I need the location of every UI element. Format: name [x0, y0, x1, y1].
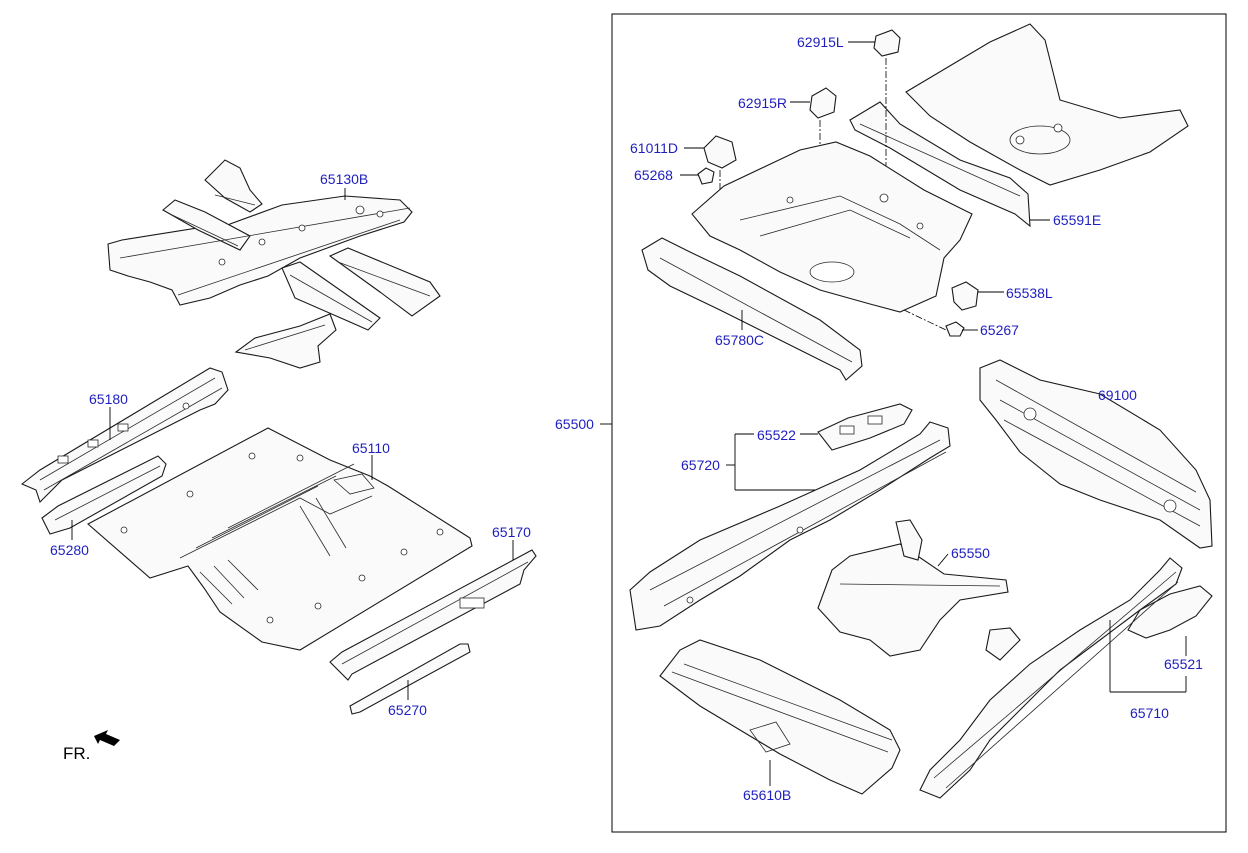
callout-65180[interactable]: 65180: [89, 391, 128, 407]
part-65180-side-member[interactable]: [20, 367, 229, 504]
callout-65280[interactable]: 65280: [50, 542, 89, 558]
callout-65610B[interactable]: 65610B: [743, 787, 792, 803]
part-65550-rear-crossmember[interactable]: [817, 519, 1009, 657]
part-65610B-rear-floor-side[interactable]: [659, 639, 901, 795]
callout-65591E[interactable]: 65591E: [1053, 212, 1102, 228]
part-65270-reinforcement[interactable]: [349, 643, 471, 715]
part-65780C-rear-cross-member[interactable]: [641, 237, 863, 381]
part-69100-back-panel[interactable]: [979, 359, 1213, 549]
part-rear-floor-pan[interactable]: [905, 23, 1189, 186]
callout-65710[interactable]: 65710: [1130, 705, 1169, 721]
assembly-65500-frame: [611, 13, 1227, 833]
centerline-65267: [903, 309, 947, 331]
callout-61011D[interactable]: 61011D: [630, 140, 679, 156]
callout-62915R[interactable]: 62915R: [738, 95, 788, 111]
part-65522-extension[interactable]: [817, 403, 913, 451]
part-65538L-bracket[interactable]: [951, 281, 979, 311]
callout-65500[interactable]: 65500: [555, 416, 594, 432]
part-65710-side-member-rear[interactable]: [919, 557, 1183, 799]
callout-69100[interactable]: 69100: [1098, 387, 1137, 403]
callout-65130B[interactable]: 65130B: [320, 171, 369, 187]
part-65170-side-sill[interactable]: [329, 549, 537, 681]
callout-62915L[interactable]: 62915L: [797, 34, 844, 50]
part-65267-nut[interactable]: [945, 321, 965, 337]
front-direction-arrow-icon: [94, 730, 120, 746]
callout-65170[interactable]: 65170: [492, 524, 531, 540]
front-direction-label: FR.: [63, 744, 91, 763]
part-rear-floor-panel[interactable]: [691, 141, 973, 313]
part-65280-reinforcement[interactable]: [41, 455, 167, 535]
callout-65270[interactable]: 65270: [388, 702, 427, 718]
callout-65550[interactable]: 65550: [951, 545, 990, 561]
callout-65720[interactable]: 65720: [681, 457, 720, 473]
callout-65521[interactable]: 65521: [1164, 656, 1203, 672]
callout-65110[interactable]: 65110: [352, 440, 390, 456]
callout-65268[interactable]: 65268: [634, 167, 673, 183]
callout-65522[interactable]: 65522: [757, 427, 796, 443]
part-62915L-bracket[interactable]: [873, 29, 901, 57]
leader-65550: [937, 553, 949, 567]
part-65110-center-floor-panel[interactable]: [87, 427, 473, 651]
part-65521-extension[interactable]: [1127, 585, 1213, 639]
part-65720-side-member-rear[interactable]: [629, 421, 951, 631]
part-65130B-front-cross-member[interactable]: [107, 159, 441, 369]
part-61011D-bracket[interactable]: [703, 135, 737, 169]
callout-65780C[interactable]: 65780C: [715, 332, 765, 348]
callout-65538L[interactable]: 65538L: [1006, 285, 1053, 301]
part-62915R-bracket[interactable]: [809, 87, 837, 119]
part-65591E-rear-cross-member[interactable]: [849, 101, 1031, 228]
part-65268-nut[interactable]: [697, 167, 715, 185]
callout-65267[interactable]: 65267: [980, 322, 1019, 338]
